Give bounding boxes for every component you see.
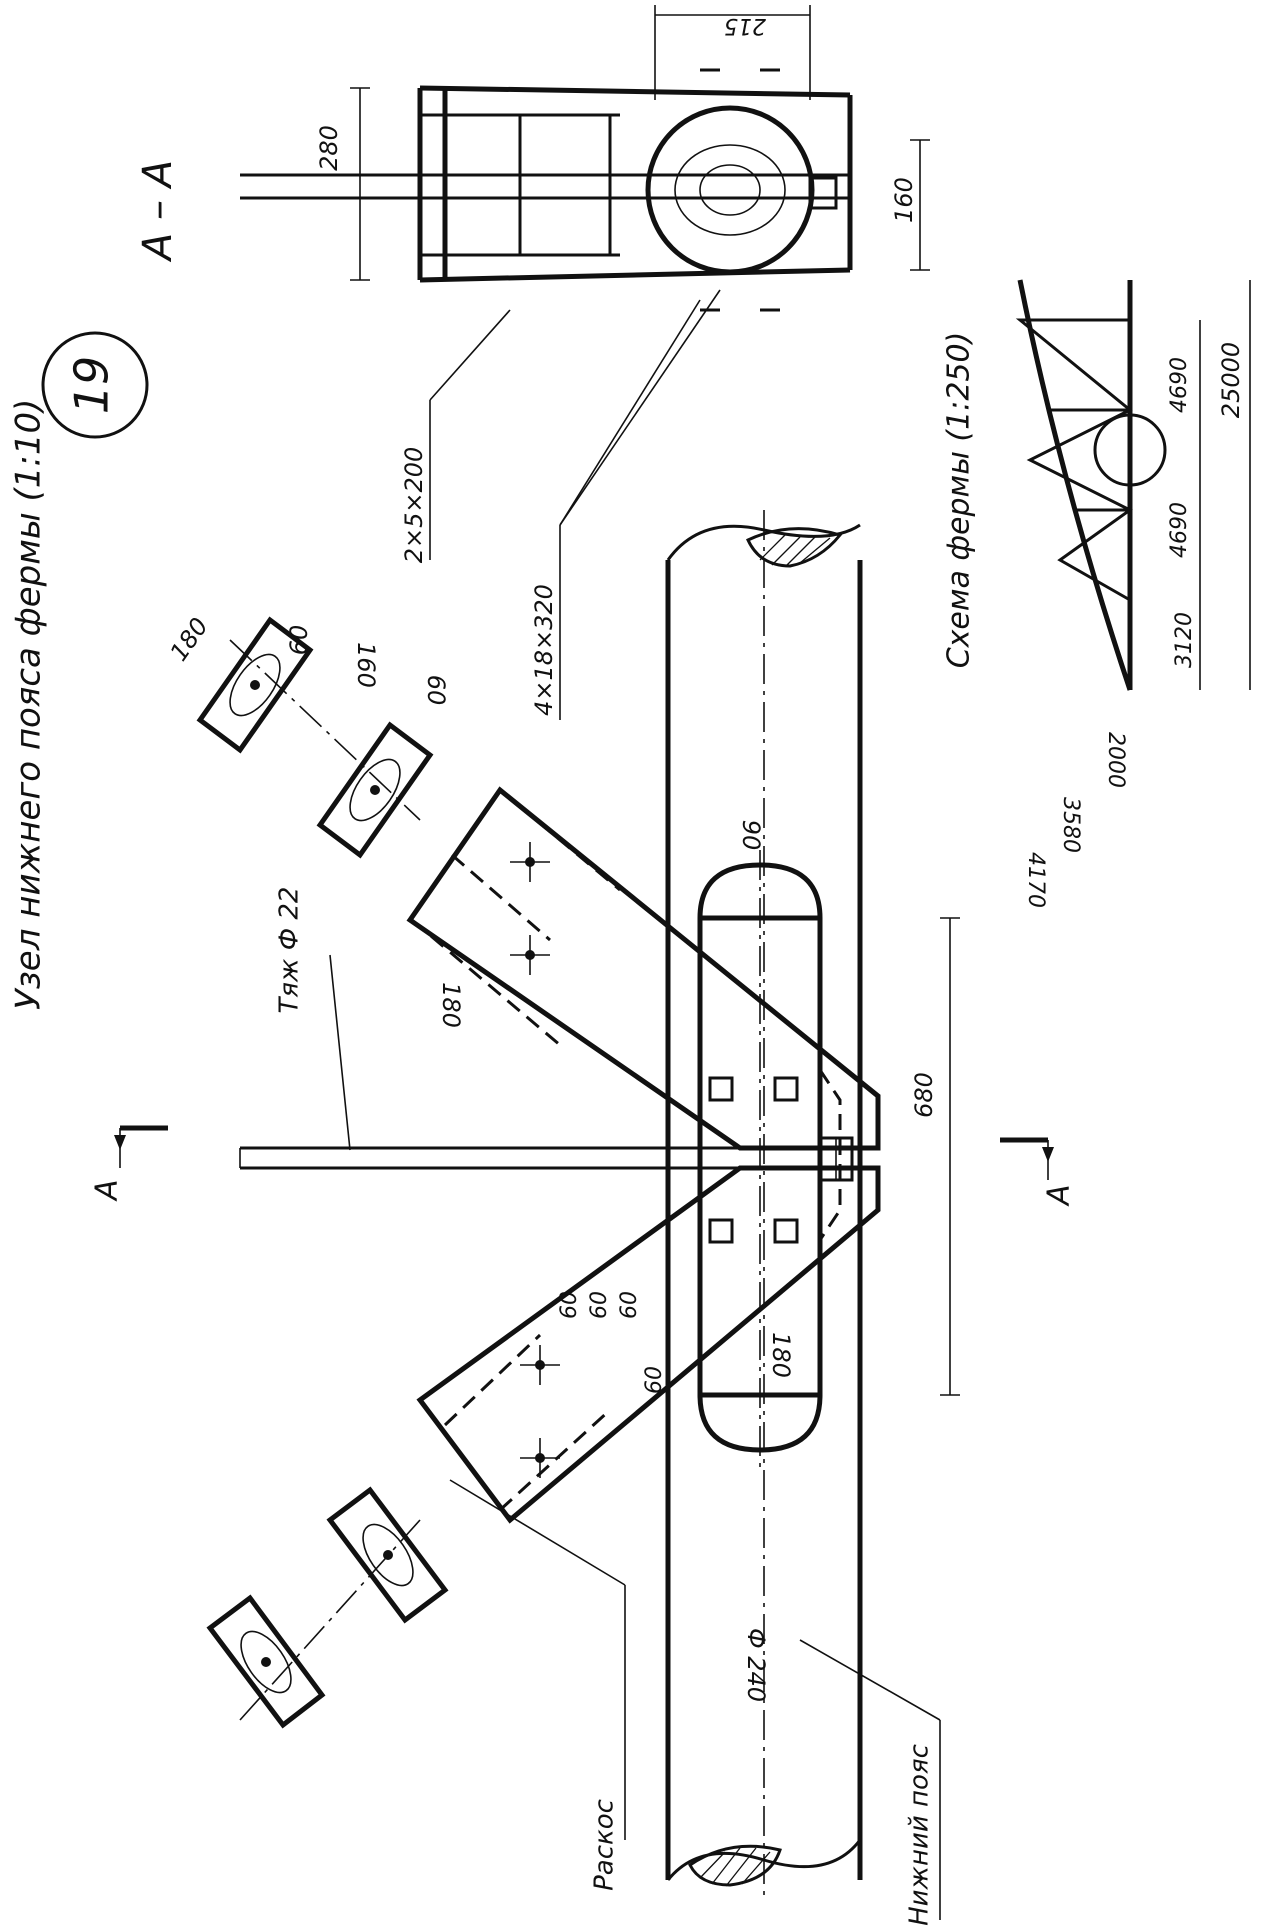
section-title: А – А <box>135 160 181 263</box>
dimension-lines <box>350 5 1251 1396</box>
dim-brace-w: 180 <box>165 613 214 667</box>
dim-pad-len: 680 <box>910 1072 938 1118</box>
dim-brace-c: 60 <box>422 675 450 706</box>
dim-bolt-spacing-1: 60 <box>557 1291 582 1319</box>
dim-sec-h: 280 <box>315 125 343 171</box>
dim-chord-d: Ф 240 <box>742 1628 770 1702</box>
brace-shoe <box>818 1069 842 1241</box>
dim-pad-h: 180 <box>767 1332 795 1378</box>
dim-bolt-spacing-3: 60 <box>617 1291 642 1319</box>
brace-section-upper-2 <box>316 721 434 859</box>
section-marker-bottom: А <box>1000 1137 1077 1207</box>
truss-scheme <box>1015 279 1167 691</box>
dim-brace-b: 160 <box>352 642 380 688</box>
square-washers <box>708 1076 799 1244</box>
label-tie-rod: Тяж Ф 22 <box>275 887 305 1014</box>
dim-scheme-span-1: 3120 <box>1172 612 1197 668</box>
dimension-labels: 180 60 160 60 180 90 680 180 60 60 60 60… <box>165 13 1245 1702</box>
dim-scheme-height-3: 4170 <box>1023 852 1048 908</box>
dim-brace-a: 60 <box>285 625 313 656</box>
sheet-number-badge: 19 <box>41 331 149 439</box>
section-a-a <box>240 68 853 312</box>
tie-rod <box>239 1136 868 1182</box>
dim-sec-top: 215 <box>724 13 766 38</box>
label-bolts: 4×18×320 <box>530 584 558 716</box>
dim-scheme-height-2: 3580 <box>1058 797 1083 853</box>
section-marker-label-bottom: А <box>1042 1184 1077 1207</box>
label-plate: 2×5×200 <box>400 447 428 564</box>
dim-brace-depth: 180 <box>437 982 465 1028</box>
sheet-number: 19 <box>65 356 119 415</box>
label-brace: Раскос <box>590 1799 620 1891</box>
dim-pad-w: 90 <box>737 820 765 851</box>
dim-scheme-height-1: 2000 <box>1103 732 1128 788</box>
dim-scheme-total: 25000 <box>1217 342 1245 418</box>
brace-section-lower-2 <box>206 1594 326 1729</box>
brace-lower <box>416 1165 881 1524</box>
dim-scheme-span-2: 4690 <box>1167 502 1192 558</box>
section-marker-top: А <box>90 1125 168 1202</box>
dim-bolt-spacing-2: 60 <box>587 1291 612 1319</box>
dim-sec-w: 160 <box>890 177 918 223</box>
pad-bolster <box>697 850 823 1470</box>
brace-upper <box>406 786 881 1151</box>
brace-section-upper-1 <box>196 616 314 754</box>
scheme-title: Схема фермы (1:250) <box>942 332 977 669</box>
leader-lines <box>329 289 941 1920</box>
dim-scheme-span-3: 4690 <box>1167 357 1192 413</box>
drawing-title: Узел нижнего пояса фермы (1:10) <box>9 399 49 1010</box>
dim-bolt-spacing-4: 60 <box>642 1366 667 1394</box>
section-marker-label-top: А <box>90 1179 125 1202</box>
label-bottom-chord: Нижний пояс <box>905 1744 935 1926</box>
